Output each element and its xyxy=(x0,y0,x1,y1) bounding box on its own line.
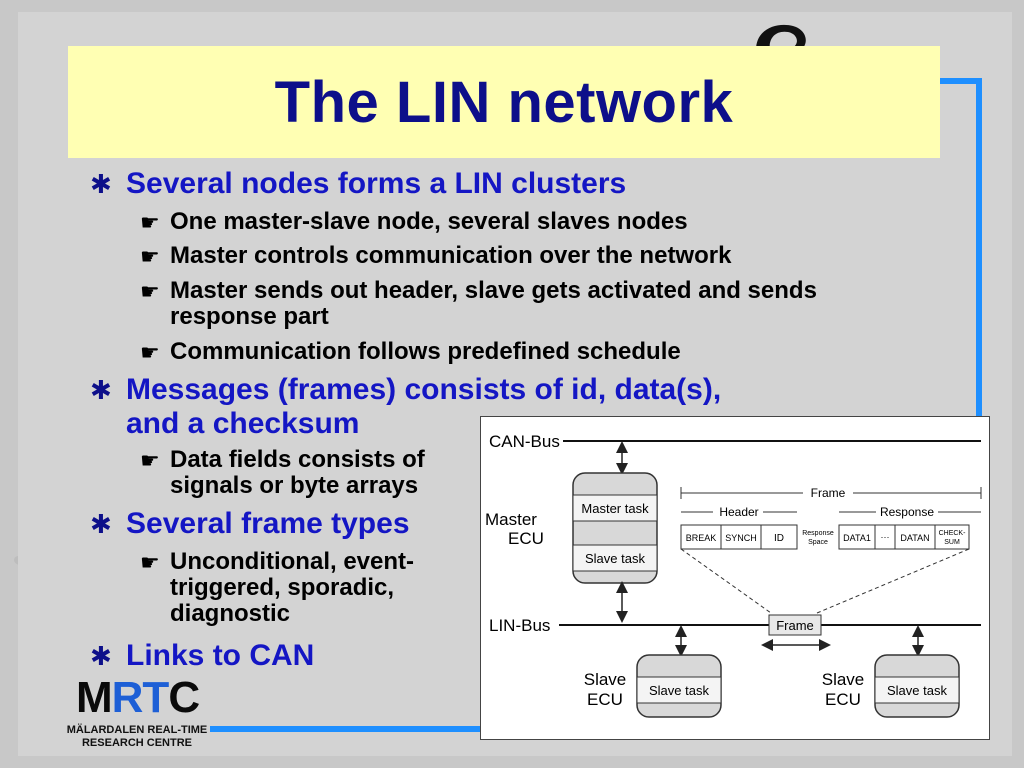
asterisk-star-icon: ✱ xyxy=(90,641,112,671)
frame-on-bus-label: Frame xyxy=(776,618,814,633)
bullet-text: Messages (frames) consists of id, data(s… xyxy=(126,373,722,406)
slave1-task-label: Slave task xyxy=(649,683,709,698)
frame-cell-synch xyxy=(720,524,762,550)
bullet-text: Links to CAN xyxy=(126,639,315,672)
bullet-text: Data fields consists of xyxy=(170,446,425,473)
accent-rule-bottom xyxy=(210,726,482,732)
slave1-ecu-label: ECU xyxy=(587,690,623,709)
pointing-hand-icon: ☛ xyxy=(140,340,160,365)
frame-label: Frame xyxy=(811,486,846,500)
header-label-bg xyxy=(713,504,763,520)
slave2-ecu-label: ECU xyxy=(825,690,861,709)
mrtc-logo: MRTC MÄLARDALEN REAL-TIME RESEARCH CENTR… xyxy=(62,676,212,750)
mrtc-subtitle-line: RESEARCH CENTRE xyxy=(81,737,192,749)
pointing-hand-icon: ☛ xyxy=(140,279,160,304)
frame-cell-checksum xyxy=(934,524,970,550)
pointing-hand-icon: ☛ xyxy=(140,550,160,575)
cell-checksum-text: CHECK- xyxy=(939,530,967,537)
bullet-text-cont: signals or byte arrays xyxy=(170,472,419,499)
slave-task-label: Slave task xyxy=(585,551,645,566)
pointing-hand-icon: ☛ xyxy=(140,448,160,473)
frame-cell-datan xyxy=(894,524,936,550)
lin-diagram: CAN-Bus Master ECU Master task Slave tas… xyxy=(480,416,990,740)
bullet-text: Communication follows predefined schedul… xyxy=(170,338,681,365)
cell-dots-text: ··· xyxy=(881,532,890,542)
title-banner: The LIN network xyxy=(68,46,940,158)
frame-on-bus-box xyxy=(768,614,822,636)
pointing-hand-icon: ☛ xyxy=(140,210,160,235)
bullet-text: Master controls communication over the n… xyxy=(170,242,732,269)
response-label: Response xyxy=(880,505,934,519)
asterisk-star-icon: ✱ xyxy=(90,169,112,199)
master-ecu-label: Master xyxy=(485,510,537,529)
accent-rule-right xyxy=(976,78,982,738)
mrtc-subtitle-line: MÄLARDALEN REAL-TIME xyxy=(66,724,208,736)
frame-cell-id xyxy=(760,524,798,550)
cell-checksum-text: SUM xyxy=(944,539,960,546)
master-task-box xyxy=(572,494,658,522)
cell-break-text: BREAK xyxy=(686,533,717,543)
bullet-text: Master sends out header, slave gets acti… xyxy=(170,277,817,304)
bullet-text-cont: triggered, sporadic, xyxy=(170,574,395,601)
cell-datan-text: DATAN xyxy=(900,533,929,543)
slave2-ecu-label: Slave xyxy=(822,670,865,689)
lin-bus-label: LIN-Bus xyxy=(489,616,550,635)
bullet-text: Unconditional, event- xyxy=(170,548,415,575)
frame-cell-break xyxy=(680,524,722,550)
slave1-task-box xyxy=(636,676,722,704)
frame-cell-data1 xyxy=(838,524,876,550)
cell-response-space-text: Response xyxy=(802,530,834,537)
bullet-text: One master-slave node, several slaves no… xyxy=(170,208,688,235)
slave-task-box xyxy=(572,544,658,572)
mrtc-subtitle: MÄLARDALEN REAL-TIME RESEARCH CENTRE xyxy=(62,724,212,750)
master-ecu-label: ECU xyxy=(508,529,544,548)
cell-response-space-text: Space xyxy=(808,539,828,546)
bullet-text-cont: and a checksum xyxy=(126,407,360,440)
bullet-text-cont: diagnostic xyxy=(170,600,291,627)
accent-rule-top xyxy=(935,78,982,84)
funnel-line xyxy=(816,548,970,614)
funnel-line xyxy=(680,548,772,614)
can-bus-label: CAN-Bus xyxy=(489,432,560,451)
slide-title: The LIN network xyxy=(274,69,734,135)
master-task-label: Master task xyxy=(581,501,649,516)
pointing-hand-icon: ☛ xyxy=(140,244,160,269)
slave2-task-label: Slave task xyxy=(887,683,947,698)
mrtc-wordmark: MRTC xyxy=(76,673,200,722)
header-label: Header xyxy=(719,505,758,519)
slave2-task-box xyxy=(874,676,960,704)
bullet-text: Several nodes forms a LIN clusters xyxy=(126,167,627,200)
response-label-bg xyxy=(876,504,938,520)
asterisk-star-icon: ✱ xyxy=(90,509,112,539)
asterisk-star-icon: ✱ xyxy=(90,375,112,405)
cell-synch-text: SYNCH xyxy=(725,533,757,543)
slave1-ecu-label: Slave xyxy=(584,670,627,689)
bullet-text: Several frame types xyxy=(126,507,410,540)
cell-id-text: ID xyxy=(774,533,784,544)
frame-label-bg xyxy=(803,485,853,501)
cell-data1-text: DATA1 xyxy=(843,533,871,543)
bullet-text-cont: response part xyxy=(170,303,329,330)
